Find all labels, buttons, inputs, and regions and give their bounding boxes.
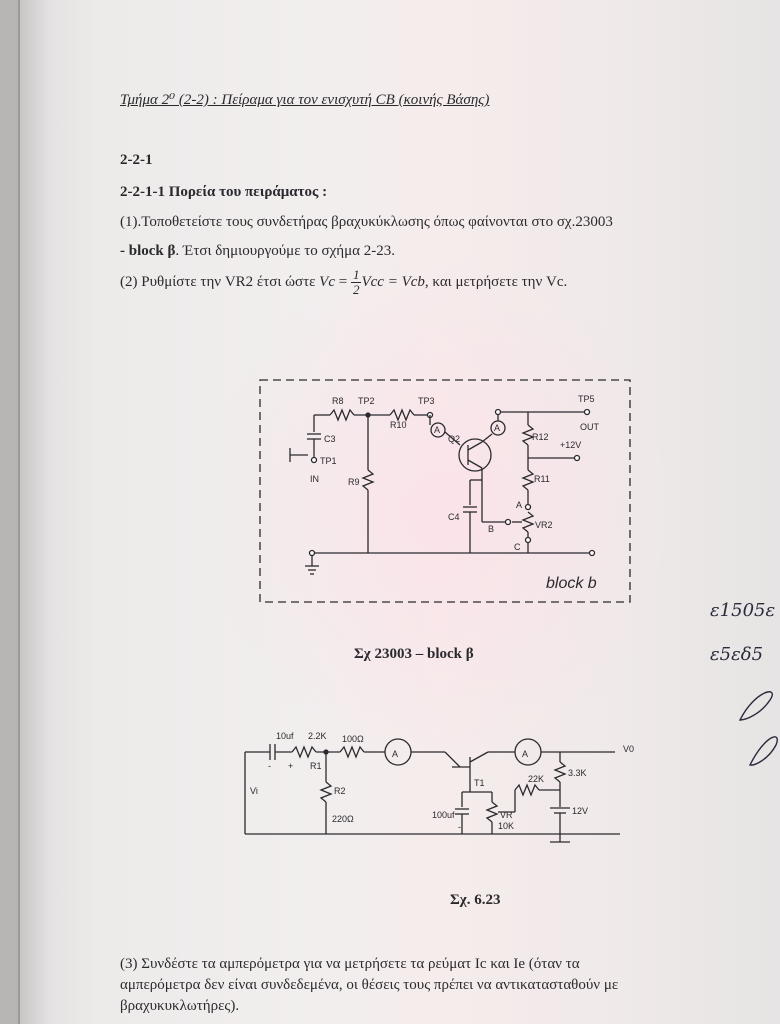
schematic-block-b: R8 TP2 TP3 TP5 R10 OUT R12 Q2 C3 TP1 IN … bbox=[259, 379, 631, 603]
label-c: C bbox=[514, 542, 521, 552]
label-vo: V0 bbox=[623, 744, 634, 754]
label-r1: R1 bbox=[310, 761, 322, 771]
scribble-2 bbox=[748, 736, 778, 766]
heading-2-2-1: 2-2-1 bbox=[120, 152, 153, 168]
label-tp1: TP1 bbox=[320, 456, 337, 466]
label-2-2k: 2.2K bbox=[308, 731, 327, 741]
label-12v-2: 12V bbox=[572, 806, 588, 816]
handwritten-margin-notes: ε1505ε ε5εδ5 bbox=[710, 600, 778, 766]
fraction-numerator: 1 bbox=[350, 267, 362, 283]
ammeter-icon bbox=[430, 422, 446, 438]
label-plus: + bbox=[288, 761, 293, 771]
scribble-1 bbox=[738, 691, 773, 721]
resistor-22k bbox=[514, 783, 540, 797]
label-r12: R12 bbox=[532, 432, 549, 442]
transistor-q2 bbox=[458, 438, 492, 472]
resistor-r10 bbox=[389, 408, 415, 422]
label-minus: - bbox=[268, 761, 271, 771]
figure-2-caption: Σχ. 6.23 bbox=[450, 892, 501, 908]
label-10uf: 10uf bbox=[276, 731, 294, 741]
label-minus-2: - bbox=[458, 822, 461, 832]
label-12v: +12V bbox=[560, 440, 581, 450]
ammeter-label-4: A bbox=[522, 749, 528, 759]
step-2-suffix: , και μετρήσετε την Vc. bbox=[424, 273, 568, 290]
label-r9: R9 bbox=[348, 477, 360, 487]
label-3-3k: 3.3K bbox=[568, 768, 587, 778]
label-tp2: TP2 bbox=[358, 396, 375, 406]
step-2-formula: Vcc = Vcb bbox=[361, 273, 425, 290]
resistor-100-ohm bbox=[339, 745, 365, 759]
heading-procedure: 2-2-1-1 Πορεία του πειράματος : bbox=[120, 184, 328, 200]
label-c4: C4 bbox=[448, 512, 460, 522]
label-100-ohm: 100Ω bbox=[342, 734, 364, 744]
label-100uf: 100uf bbox=[432, 810, 455, 820]
step-2-vc: Vc bbox=[319, 273, 335, 290]
step-1-line-b: - block β. Έτσι δημιουργούμε το σχήμα 2-… bbox=[120, 243, 395, 260]
label-in: IN bbox=[310, 474, 319, 484]
ammeter-label-1: A bbox=[434, 425, 440, 435]
resistor-r1 bbox=[291, 745, 317, 759]
label-tp3: TP3 bbox=[418, 396, 435, 406]
label-22k: 22K bbox=[528, 774, 544, 784]
step-3-line-a: (3) Συνδέστε τα αμπερόμετρα για να μετρή… bbox=[120, 956, 580, 972]
section-title: Τμήμα 2⁰ (2-2) : Πείραμα για τον ενισχυτ… bbox=[120, 92, 490, 108]
step-1-rest: . Έτσι δημιουργούμε το σχήμα 2-23. bbox=[175, 243, 396, 259]
fraction-denominator: 2 bbox=[352, 282, 360, 297]
potentiometer-vr bbox=[485, 801, 499, 823]
label-out: OUT bbox=[580, 422, 600, 432]
label-block-b: block b bbox=[546, 575, 597, 592]
label-b: B bbox=[488, 524, 494, 534]
resistor-r11 bbox=[521, 469, 535, 491]
step-1-block-ref: - block β bbox=[120, 243, 176, 259]
potentiometer-vr2 bbox=[521, 511, 535, 533]
step-1-line-a: (1).Τοποθετείστε τους συνδετήρας βραχυκύ… bbox=[120, 214, 613, 230]
label-10k: 10K bbox=[498, 821, 514, 831]
label-c3: C3 bbox=[324, 434, 336, 444]
document-page: Τμήμα 2⁰ (2-2) : Πείραμα για τον ενισχυτ… bbox=[18, 0, 780, 1024]
margin-note-2: ε5εδ5 bbox=[710, 644, 763, 665]
step-3-line-c: βραχυκυκλωτήρες). bbox=[120, 998, 240, 1014]
label-q2: Q2 bbox=[448, 434, 460, 444]
resistor-r12 bbox=[521, 424, 535, 446]
resistor-r2 bbox=[319, 781, 333, 803]
label-r11: R11 bbox=[534, 474, 550, 484]
ammeter-label-2: A bbox=[494, 423, 500, 433]
step-2-eq: = bbox=[335, 273, 351, 290]
resistor-r9 bbox=[361, 469, 375, 491]
label-a: A bbox=[516, 500, 522, 510]
label-tp5: TP5 bbox=[578, 394, 595, 404]
schematic-fig-6-23: 10uf 2.2K R1 100Ω A A V0 Vi R2 220Ω T1 2… bbox=[244, 731, 634, 843]
label-r2: R2 bbox=[334, 786, 346, 796]
label-vi: Vi bbox=[250, 786, 258, 796]
step-3-line-b: αμπερόμετρα δεν είναι συνδεδεμένα, οι θέ… bbox=[120, 977, 619, 993]
resistor-3-3k bbox=[553, 761, 567, 783]
label-r8: R8 bbox=[332, 396, 344, 406]
ammeter-label-3: A bbox=[392, 749, 398, 759]
label-vr: VR bbox=[500, 810, 513, 820]
label-220-ohm: 220Ω bbox=[332, 814, 354, 824]
margin-note-1: ε1505ε bbox=[710, 600, 775, 621]
label-vr2: VR2 bbox=[535, 520, 553, 530]
figure-1-caption: Σχ 23003 – block β bbox=[354, 646, 474, 662]
step-2-prefix: (2) Ρυθμίστε την VR2 έτσι ώστε bbox=[120, 273, 320, 290]
label-t1: T1 bbox=[474, 778, 485, 788]
label-r10: R10 bbox=[390, 420, 407, 430]
dashed-block-border bbox=[259, 379, 631, 603]
resistor-r8 bbox=[329, 408, 355, 422]
